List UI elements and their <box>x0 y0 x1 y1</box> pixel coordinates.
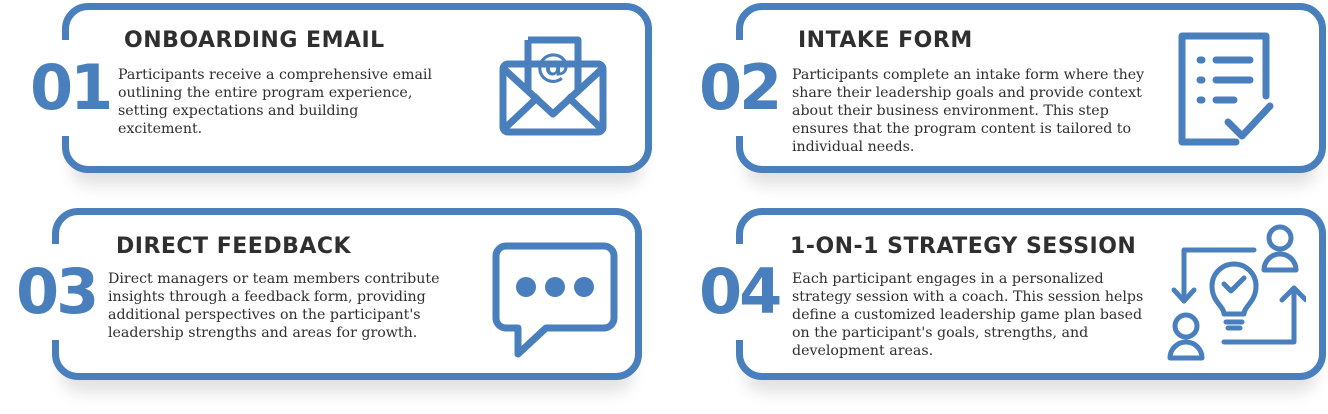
step-number: 04 <box>695 244 784 340</box>
step-description: Participants receive a comprehensive ema… <box>118 67 432 137</box>
step-description: Direct managers or team members contribu… <box>108 271 440 341</box>
step-description: Each participant engages in a personaliz… <box>792 271 1144 359</box>
checklist-icon <box>1178 32 1274 146</box>
step-card-3 <box>52 208 642 380</box>
step-number: 01 <box>26 40 115 136</box>
step-title: DIRECT FEEDBACK <box>116 234 352 259</box>
step-title: 1-ON-1 STRATEGY SESSION <box>790 234 1137 259</box>
step-number: 02 <box>695 40 784 136</box>
step-card-4 <box>736 208 1326 380</box>
chat-bubble-icon <box>492 242 618 358</box>
step-card-1 <box>62 3 652 173</box>
envelope-at-icon: @ <box>499 36 607 136</box>
step-number: 03 <box>12 244 101 340</box>
strategy-exchange-icon <box>1167 224 1306 361</box>
step-description: Participants complete an intake form whe… <box>792 67 1145 155</box>
step-title: INTAKE FORM <box>798 28 973 53</box>
step-title: ONBOARDING EMAIL <box>124 28 385 53</box>
svg-text:@: @ <box>536 46 570 86</box>
